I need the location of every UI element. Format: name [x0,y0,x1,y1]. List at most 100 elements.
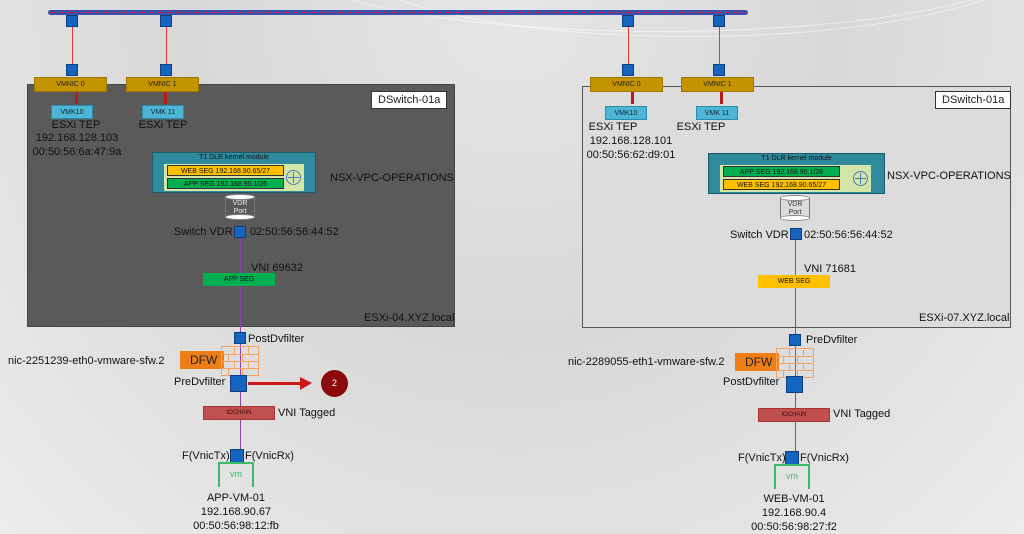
vdr-mac: 02:50:56:56:44:52 [804,229,893,241]
vm-name: WEB-VM-01 [763,493,825,505]
tep-ip: 192.168.128.103 [35,132,119,144]
host-name: ESXi-04.XYZ.local [364,312,455,324]
vmnic1-vmk-link [720,92,723,104]
pre-dvfilter-port [789,334,801,346]
host-name: ESXi-07.XYZ.local [919,312,1010,324]
vmk10: VMK10 [605,106,647,120]
vm-icon: vm [774,464,810,489]
vmnic-0: VMNIC 0 [590,77,663,92]
tep-label-1: ESXi TEP [676,121,726,133]
t1-app-segment: APP SEG 192.168.90.1/26 [167,178,284,189]
router-icon [286,170,301,185]
tep-mac: 00:50:56:62:d9:01 [586,149,676,161]
web-segment-bar: WEB SEG [758,275,830,288]
vmnic0-vmk-link [75,92,78,104]
tep-ip: 192.168.128.101 [589,135,673,147]
packet-flow-arrow [248,377,312,390]
vmnic-1: VMNIC 1 [126,77,199,92]
pre-dvfilter-label: PreDvfilter [806,334,858,346]
uplink-link-1 [166,27,167,65]
t1-segments: WEB SEG 192.168.90.65/27 APP SEG 192.168… [164,164,304,191]
vmnic1-vmk-link [164,92,167,104]
dfw-label: DFW [180,351,224,369]
uplink-link-0 [72,27,73,65]
vmnic0-port [622,64,634,76]
tep-label-0: ESXi TEP [51,119,101,131]
background-swirl [280,0,1024,32]
app-segment-bar: APP SEG [203,273,275,286]
router-icon [853,171,868,186]
esxi-host-box [27,84,455,327]
uplink-port-1 [713,15,725,27]
switch-vdr-port [234,226,246,238]
post-dvfilter-port [786,376,803,393]
nic-name: nic-2251239-eth0-vmware-sfw.2 [8,355,165,367]
vmnic-0: VMNIC 0 [34,77,107,92]
vm-icon: vm [218,462,254,487]
dswitch-label: DSwitch-01a [935,91,1012,109]
vpc-label: NSX-VPC-OPERATIONS [330,172,454,184]
vni-tagged-label: VNI Tagged [278,407,336,419]
vnic-port [230,449,244,463]
t1-title: T1 DLR kernel module [761,155,832,162]
vpc-label: NSX-VPC-OPERATIONS [887,170,1011,182]
vnic-rx-label: F(VnicRx) [245,450,294,462]
dfw-label: DFW [735,353,779,371]
uplink-port-0 [66,15,78,27]
vni-label: VNI 69632 [251,262,303,274]
dswitch-label: DSwitch-01a [371,91,448,109]
vnic-rx-label: F(VnicRx) [800,452,849,464]
uplink-port-1 [160,15,172,27]
t1-web-segment: WEB SEG 192.168.90.65/27 [723,179,840,190]
vmnic0-port [66,64,78,76]
t1-app-segment: APP SEG 192.168.90.1/26 [723,166,840,177]
underlay-transport-bus [48,10,748,15]
vmk10: VMK10 [51,105,93,119]
t1-dlr-kernel-module: T1 DLR kernel module APP SEG 192.168.90.… [708,153,885,194]
iochain-bar: IOCHAIN [203,406,275,420]
vmnic1-port [713,64,725,76]
vdr-port-label-2: Port [788,209,802,216]
pre-dvfilter-port [230,375,247,392]
vmk11: VMK 11 [142,105,184,119]
vm-ip: 192.168.90.67 [200,506,272,518]
post-dvfilter-label: PostDvfilter [248,333,305,345]
step-badge: 2 [321,370,348,397]
vdr-mac: 02:50:56:56:44:52 [250,226,339,238]
t1-segments: APP SEG 192.168.90.1/26 WEB SEG 192.168.… [720,165,871,192]
vni-tagged-label: VNI Tagged [833,408,891,420]
vmnic0-vmk-link [631,92,634,104]
switch-vdr-port [790,228,802,240]
post-dvfilter-label: PostDvfilter [723,376,780,388]
vnic-port [785,451,799,465]
switch-vdr-label: Switch VDR [730,229,789,241]
vmnic-1: VMNIC 1 [681,77,754,92]
nic-name: nic-2289055-eth1-vmware-sfw.2 [568,356,725,368]
vm-mac: 00:50:56:98:27:f2 [751,521,837,533]
firewall-icon [221,346,259,376]
vdr-port-label-2: Port [233,208,247,215]
left-datapath-line [240,238,241,451]
vmnic1-port [160,64,172,76]
uplink-port-0 [622,15,634,27]
t1-title: T1 DLR kernel module [198,154,270,161]
vdr-port-label-1: VDR [232,200,248,207]
vm-ip: 192.168.90.4 [761,507,827,519]
switch-vdr-label: Switch VDR [174,226,233,238]
vdr-port-label-1: VDR [787,201,803,208]
post-dvfilter-port [234,332,246,344]
uplink-link-0 [628,27,629,65]
iochain-bar: IOCHAIN [758,408,830,422]
vmk11: VMK 11 [696,106,738,120]
background-swirl [330,0,1024,37]
t1-dlr-kernel-module: T1 DLR kernel module WEB SEG 192.168.90.… [152,152,316,193]
t1-web-segment: WEB SEG 192.168.90.65/27 [167,165,284,176]
vm-mac: 00:50:56:98:12:fb [193,520,279,532]
firewall-icon [776,348,814,378]
tep-mac: 00:50:56:6a:47:9a [32,146,122,158]
tep-label-0: ESXi TEP [588,121,638,133]
vnic-tx-label: F(VnicTx) [182,450,230,462]
vm-name: APP-VM-01 [206,492,266,504]
